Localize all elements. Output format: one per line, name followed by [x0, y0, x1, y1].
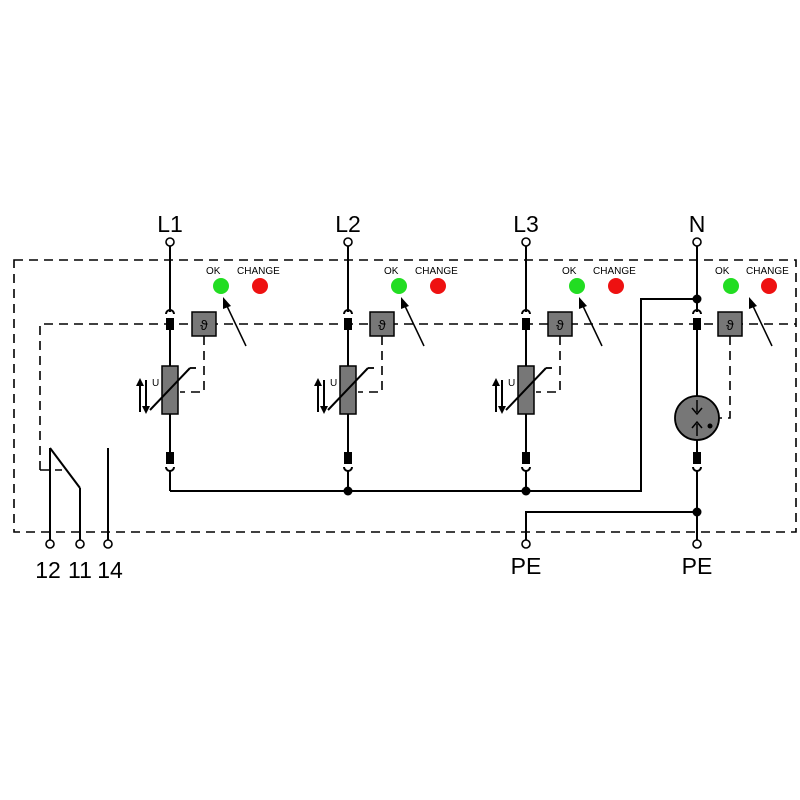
change-led-l2: [430, 278, 446, 294]
thermal-link-line: [39, 323, 796, 470]
ok-led-l3: [569, 278, 585, 294]
junction-l2-bus: [343, 486, 353, 496]
terminal-label-11: 11: [68, 557, 92, 583]
fuse-top-l3: [522, 318, 530, 330]
terminal-n[interactable]: [692, 237, 702, 247]
terminal-label-14: 14: [97, 557, 123, 583]
ok-label-l2: OK: [384, 266, 399, 277]
terminal-label-l3: L3: [513, 211, 539, 237]
terminal-11[interactable]: [75, 539, 85, 549]
module-l2: L2 U ϑ OK CHANGE: [314, 211, 458, 491]
fuse-top-l2: [344, 318, 352, 330]
terminal-label-pe-right: PE: [682, 553, 713, 579]
fuse-bottom-n: [693, 452, 701, 464]
change-led-l1: [252, 278, 268, 294]
terminal-label-pe-left: PE: [511, 553, 542, 579]
indicator-arrow-l3: [581, 303, 603, 347]
terminal-pe-right[interactable]: [692, 539, 702, 549]
indicator-arrow-l1: [225, 303, 247, 347]
fuse-bottom-l3: [522, 452, 530, 464]
terminal-pe-left[interactable]: [521, 539, 531, 549]
change-led-n: [761, 278, 777, 294]
terminal-label-12: 12: [35, 557, 61, 583]
fuse-bottom-l1: [166, 452, 174, 464]
terminal-label-l1: L1: [157, 211, 183, 237]
terminal-l1[interactable]: [165, 237, 175, 247]
terminal-12[interactable]: [45, 539, 55, 549]
ok-led-l1: [213, 278, 229, 294]
thermal-symbol-l3: ϑ: [556, 317, 564, 333]
common-bus: [170, 298, 697, 492]
terminal-14[interactable]: [103, 539, 113, 549]
thermal-disconnector-l2: [369, 311, 395, 337]
varistor-u-l3: U: [508, 378, 515, 389]
junction-l3-bus: [521, 486, 531, 496]
indicator-arrow-n: [751, 303, 773, 347]
thermal-symbol-n: ϑ: [726, 317, 734, 333]
thermal-symbol-l1: ϑ: [200, 317, 208, 333]
module-n: N PE ϑ OK CHANGE: [674, 211, 789, 579]
fuse-top-l1: [166, 318, 174, 330]
change-label-n: CHANGE: [746, 266, 789, 277]
varistor-u-l1: U: [152, 378, 159, 389]
ok-label-l1: OK: [206, 266, 221, 277]
ok-led-l2: [391, 278, 407, 294]
module-l1: L1 U ϑ OK CHANGE: [136, 211, 280, 491]
indicator-arrow-l2: [403, 303, 425, 347]
fuse-top-n: [693, 318, 701, 330]
ok-led-n: [723, 278, 739, 294]
terminal-label-l2: L2: [335, 211, 361, 237]
module-l3: L3 U ϑ OK CHANGE: [492, 211, 636, 491]
change-led-l3: [608, 278, 624, 294]
pe-link: [525, 511, 697, 540]
ok-label-n: OK: [715, 266, 730, 277]
change-label-l3: CHANGE: [593, 266, 636, 277]
terminal-l3[interactable]: [521, 237, 531, 247]
thermal-symbol-l2: ϑ: [378, 317, 386, 333]
terminal-l2[interactable]: [343, 237, 353, 247]
fuse-bottom-l2: [344, 452, 352, 464]
signal-contact: 12 11 14: [35, 447, 123, 583]
change-label-l1: CHANGE: [237, 266, 280, 277]
terminal-label-n: N: [689, 211, 706, 237]
thermal-disconnector-l3: [547, 311, 573, 337]
varistor-u-l2: U: [330, 378, 337, 389]
enclosure-outline: [13, 259, 797, 533]
change-label-l2: CHANGE: [415, 266, 458, 277]
ok-label-l3: OK: [562, 266, 577, 277]
